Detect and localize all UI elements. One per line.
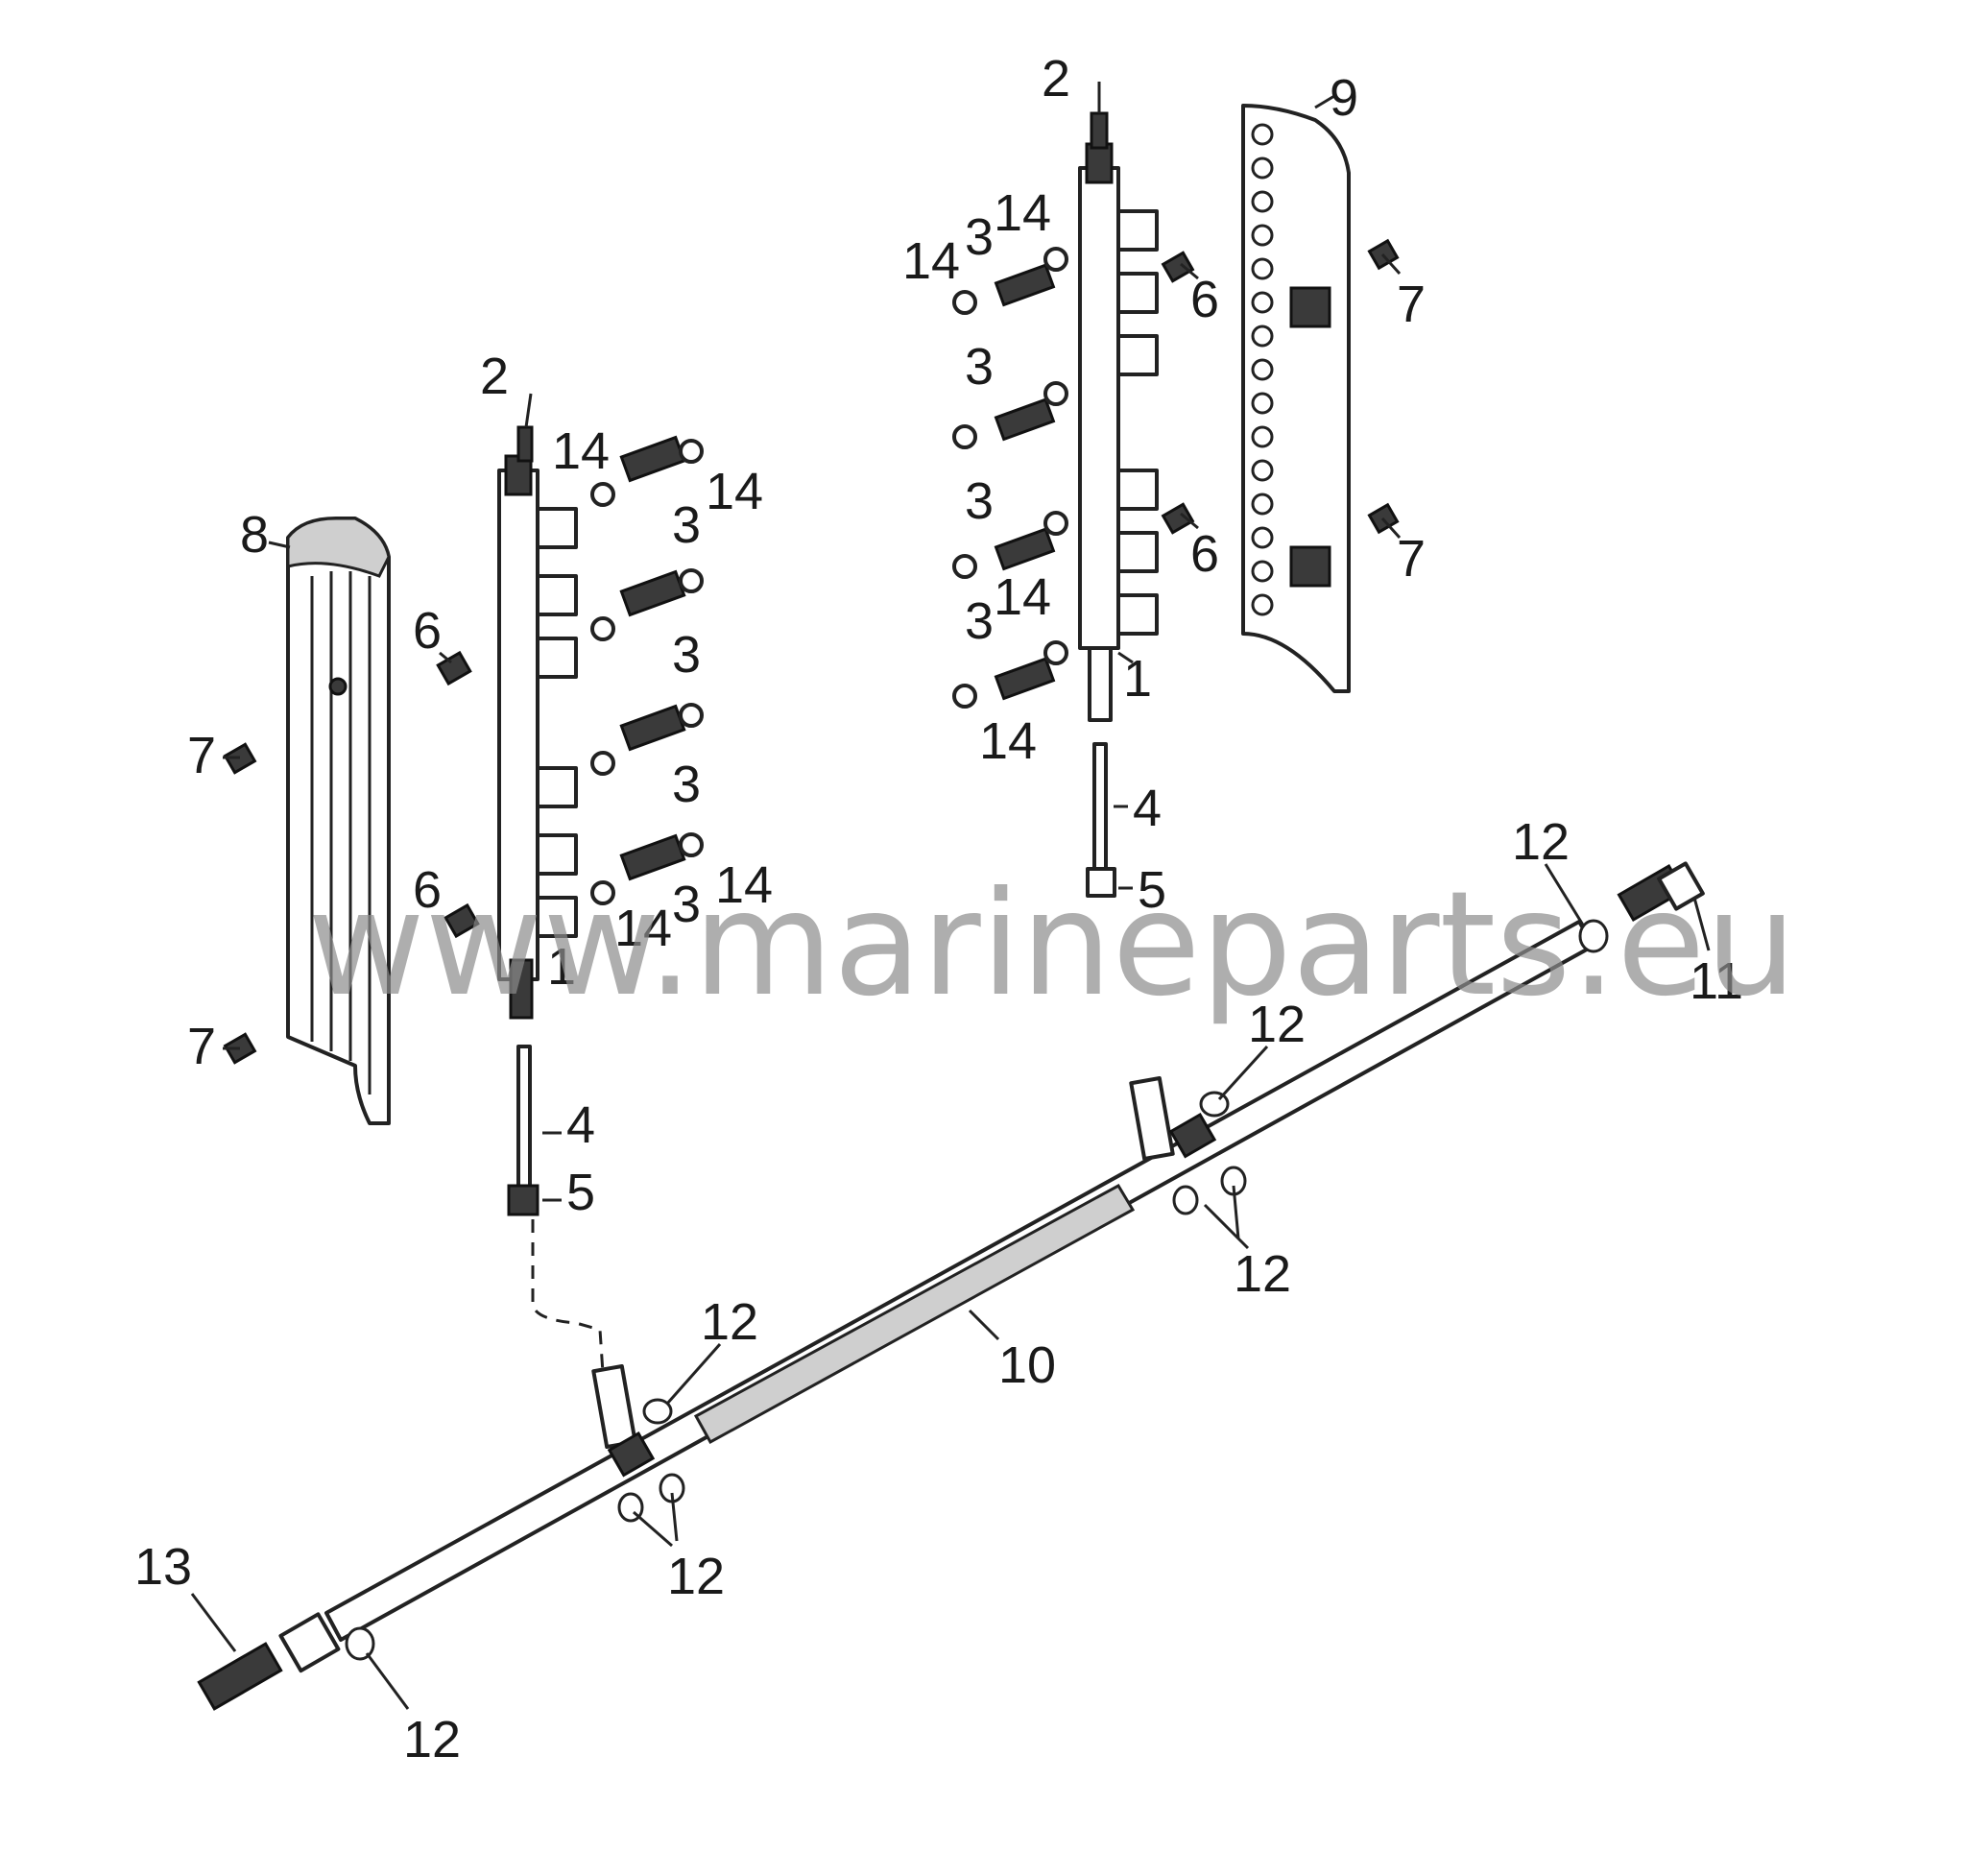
right-cover xyxy=(1241,104,1351,693)
callout-1-right: 1 xyxy=(1123,650,1152,708)
leader-lines xyxy=(190,82,1711,1710)
callout-7-left-lower: 7 xyxy=(187,1018,216,1075)
callout-14-left-a: 14 xyxy=(552,422,610,480)
callout-7-right-upper: 7 xyxy=(1397,276,1426,333)
callout-1-left: 1 xyxy=(547,938,576,996)
callout-12-left-upper: 12 xyxy=(701,1293,758,1351)
callout-3-right-d: 3 xyxy=(965,592,994,650)
left-fuel-rail xyxy=(497,425,578,1020)
callout-9: 9 xyxy=(1330,69,1358,127)
callout-8: 8 xyxy=(240,506,269,564)
callout-14-left-d: 14 xyxy=(614,900,672,957)
callout-14-right-c: 14 xyxy=(994,568,1051,626)
right-injectors xyxy=(952,247,1068,709)
callout-3-left-c: 3 xyxy=(672,756,701,813)
callout-2-left: 2 xyxy=(480,348,509,405)
callout-2-right: 2 xyxy=(1042,50,1070,108)
left-cover xyxy=(286,517,391,1125)
callout-5-right: 5 xyxy=(1138,861,1166,919)
callout-6-right-lower: 6 xyxy=(1190,525,1219,583)
callout-6-left-upper: 6 xyxy=(413,602,442,660)
callout-14-left-b: 14 xyxy=(706,463,763,520)
callout-10: 10 xyxy=(998,1336,1056,1394)
callout-7-left-upper: 7 xyxy=(187,727,216,784)
callout-3-left-b: 3 xyxy=(672,626,701,684)
callout-13: 13 xyxy=(134,1538,192,1596)
callout-3-right-b: 3 xyxy=(965,338,994,396)
callout-14-right-a: 14 xyxy=(994,184,1051,242)
callout-6-left-lower: 6 xyxy=(413,861,442,919)
callout-4-right: 4 xyxy=(1133,780,1162,837)
callout-12-mid-lower: 12 xyxy=(1234,1245,1291,1303)
callout-14-right-b: 14 xyxy=(902,232,960,290)
callout-12-left-lower: 12 xyxy=(667,1548,725,1605)
callout-11: 11 xyxy=(1690,952,1743,1010)
callout-14-left-c: 14 xyxy=(715,856,773,914)
callout-14-right-d: 14 xyxy=(979,712,1037,770)
callout-12-top-right: 12 xyxy=(1512,813,1570,871)
callout-3-right-a: 3 xyxy=(965,208,994,266)
callout-4-left: 4 xyxy=(566,1096,595,1154)
watermark: www.marineparts.eu xyxy=(307,861,1797,1028)
callout-7-right-lower: 7 xyxy=(1397,530,1426,588)
callout-3-left-d: 3 xyxy=(672,876,701,933)
callout-12-mid-upper: 12 xyxy=(1248,996,1306,1053)
callout-3-left-a: 3 xyxy=(672,496,701,554)
callout-labels: 2 8 6 6 7 7 14 14 3 3 3 14 3 14 1 4 5 2 … xyxy=(134,50,1743,1768)
callout-12-bottom: 12 xyxy=(403,1711,461,1768)
callout-3-right-c: 3 xyxy=(965,472,994,530)
left-injectors xyxy=(590,435,704,905)
callout-6-right-upper: 6 xyxy=(1190,271,1219,328)
callout-5-left: 5 xyxy=(566,1164,595,1221)
right-fuel-rail xyxy=(1078,111,1159,898)
fuel-supply-line xyxy=(197,861,1705,1711)
